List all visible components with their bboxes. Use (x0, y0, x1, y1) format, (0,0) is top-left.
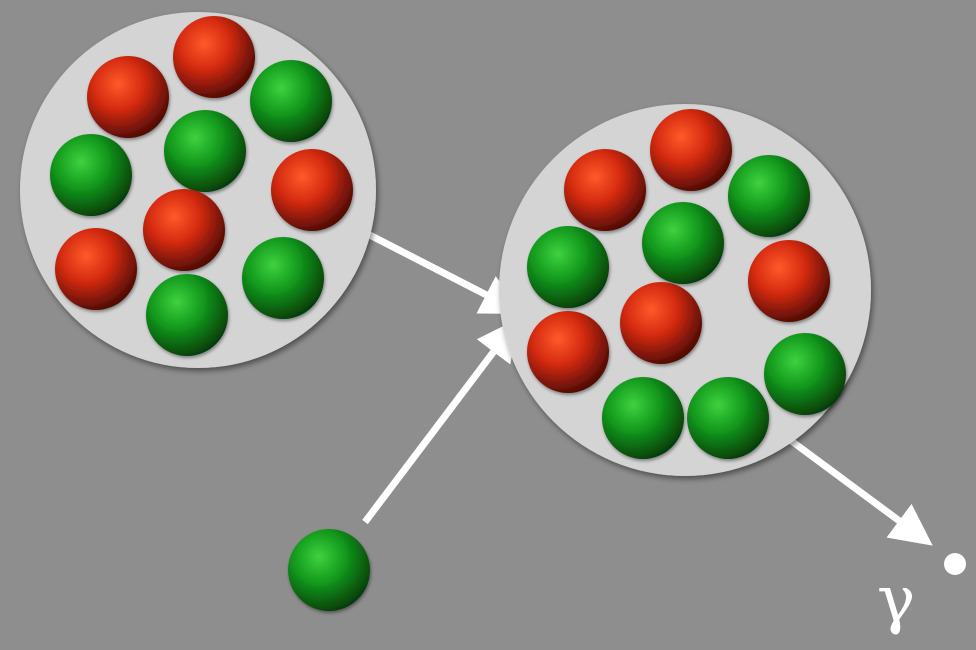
neutron-ball (687, 377, 769, 459)
neutron-ball (527, 226, 609, 308)
arrow-product-to-gamma (779, 431, 933, 546)
proton-ball (173, 16, 255, 98)
neutron-ball (602, 377, 684, 459)
arrows (358, 226, 933, 546)
proton-ball (564, 149, 646, 231)
proton-ball (620, 282, 702, 364)
arrow-neutron-to-product (362, 318, 519, 525)
proton-ball (87, 56, 169, 138)
neutron-ball (288, 529, 370, 611)
neutron-ball (250, 60, 332, 142)
neutron-ball (50, 134, 132, 216)
proton-ball (650, 109, 732, 191)
neutron-ball (242, 237, 324, 319)
incoming-neutron (288, 529, 370, 611)
product-nucleus (499, 104, 871, 476)
neutron-ball (764, 333, 846, 415)
neutron-ball (146, 274, 228, 356)
neutron-ball (164, 110, 246, 192)
arrow-target-to-product (358, 226, 524, 314)
neutron-ball (642, 202, 724, 284)
proton-ball (748, 240, 830, 322)
proton-ball (55, 228, 137, 310)
proton-ball (143, 189, 225, 271)
neutron-ball (728, 155, 810, 237)
proton-ball (271, 149, 353, 231)
gamma-label: γ (877, 563, 916, 637)
photon-dot (944, 553, 966, 575)
target-nucleus (20, 12, 376, 368)
proton-ball (527, 311, 609, 393)
